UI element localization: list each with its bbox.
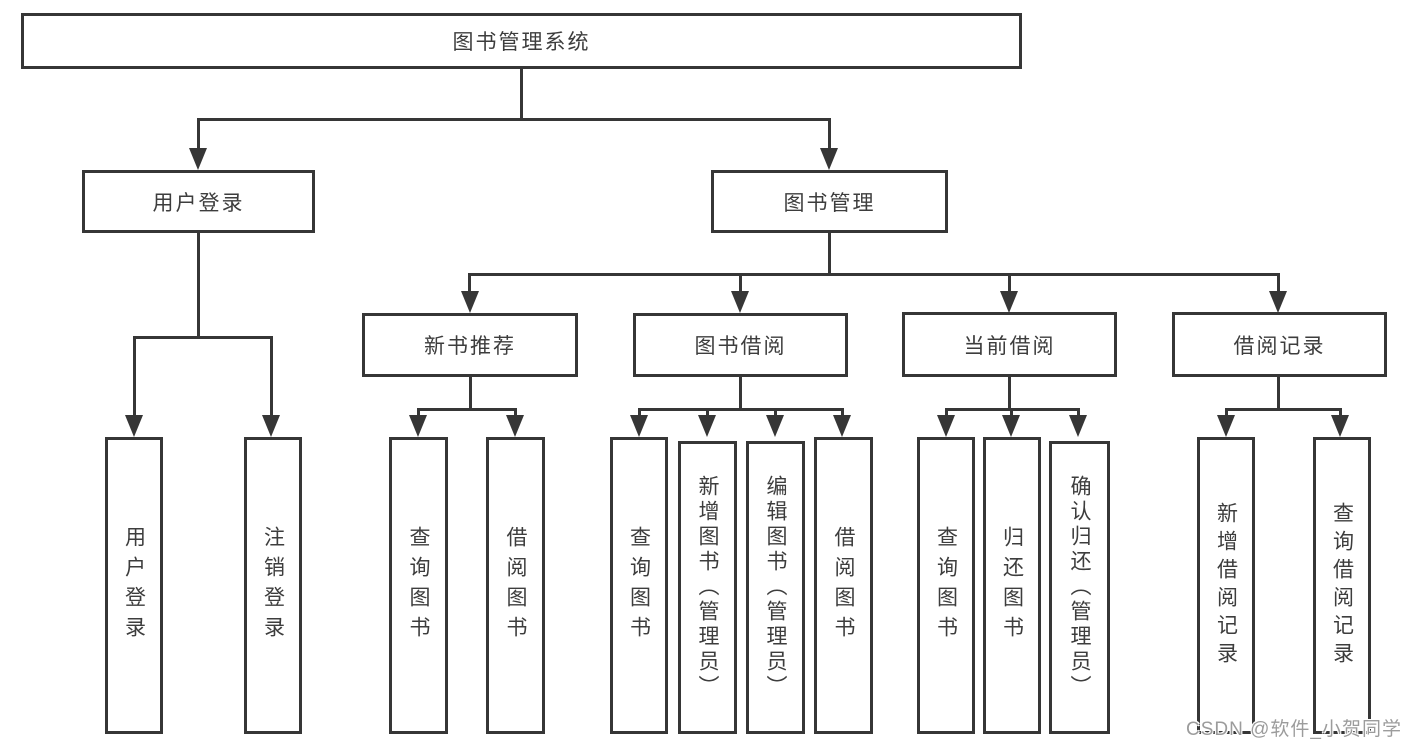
node-book-borrow: 图书借阅 [633, 313, 848, 377]
leaf-add-borrow-record-label: 新增借阅记录 [1214, 501, 1238, 670]
node-current-borrow: 当前借阅 [902, 312, 1117, 377]
connector-line [133, 336, 136, 417]
leaf-query-book-2: 查询图书 [610, 437, 668, 734]
connector-line [1225, 408, 1341, 411]
arrow-down-icon [1331, 415, 1349, 437]
leaf-borrow-book-2-label: 借阅图书 [832, 525, 855, 646]
arrow-down-icon [630, 415, 648, 437]
connector-line [1277, 377, 1280, 408]
leaf-confirm-return-admin-label: 确认归还（管理员） [1068, 475, 1091, 700]
leaf-confirm-return-admin: 确认归还（管理员） [1049, 441, 1110, 734]
connector-line [945, 408, 948, 417]
node-current-borrow-label: 当前借阅 [963, 334, 1056, 358]
node-borrow-record: 借阅记录 [1172, 312, 1387, 377]
leaf-return-book: 归还图书 [983, 437, 1041, 734]
connector-line [417, 408, 517, 411]
node-root: 图书管理系统 [21, 13, 1022, 69]
arrow-down-icon [1217, 415, 1235, 437]
connector-line [1010, 408, 1013, 417]
node-new-book-recommend-label: 新书推荐 [424, 335, 516, 358]
leaf-borrow-book-1: 借阅图书 [486, 437, 545, 734]
connector-line [133, 336, 273, 339]
leaf-add-book-admin: 新增图书（管理员） [678, 441, 737, 734]
arrow-down-icon [937, 415, 955, 437]
leaf-query-book-1-label: 查询图书 [407, 525, 430, 646]
connector-line [841, 408, 844, 417]
connector-line [514, 408, 517, 417]
node-book-management-label: 图书管理 [783, 191, 876, 215]
leaf-query-book-3: 查询图书 [917, 437, 975, 734]
leaf-add-borrow-record: 新增借阅记录 [1197, 437, 1255, 734]
connector-line [706, 408, 709, 417]
arrow-down-icon [766, 415, 784, 437]
leaf-edit-book-admin: 编辑图书（管理员） [746, 441, 805, 734]
csdn-watermark: CSDN @软件_小贺同学 [1186, 719, 1402, 740]
connector-line [417, 408, 420, 417]
leaf-query-borrow-record: 查询借阅记录 [1313, 437, 1371, 734]
leaf-user-login: 用户登录 [105, 437, 163, 734]
connector-line [739, 377, 742, 408]
leaf-query-book-1: 查询图书 [389, 437, 448, 734]
arrow-down-icon [189, 148, 207, 170]
arrow-down-icon [1269, 291, 1287, 313]
node-user-login: 用户登录 [82, 170, 315, 233]
connector-line [1225, 408, 1228, 417]
node-borrow-record-label: 借阅记录 [1233, 334, 1326, 358]
connector-line [197, 118, 200, 151]
node-book-management: 图书管理 [711, 170, 948, 233]
arrow-down-icon [698, 415, 716, 437]
leaf-borrow-book-2: 借阅图书 [814, 437, 873, 734]
connector-line [469, 377, 472, 408]
leaf-logout: 注销登录 [244, 437, 302, 734]
node-book-borrow-label: 图书借阅 [694, 335, 787, 358]
connector-line [197, 118, 831, 121]
connector-line [828, 233, 831, 273]
arrow-down-icon [833, 415, 851, 437]
connector-line [638, 408, 844, 411]
leaf-borrow-book-1-label: 借阅图书 [504, 525, 527, 646]
leaf-add-book-admin-label: 新增图书（管理员） [696, 475, 719, 700]
connector-line [468, 273, 471, 293]
connector-line [739, 273, 742, 293]
node-root-label: 图书管理系统 [452, 31, 591, 54]
arrow-down-icon [1069, 415, 1087, 437]
connector-line [1008, 273, 1011, 293]
leaf-user-login-label: 用户登录 [122, 525, 146, 646]
connector-line [270, 336, 273, 417]
connector-line [638, 408, 641, 417]
connector-line [1077, 408, 1080, 417]
connector-line [197, 233, 200, 336]
arrow-down-icon [125, 415, 143, 437]
leaf-query-book-2-label: 查询图书 [627, 525, 651, 646]
leaf-query-book-3-label: 查询图书 [934, 525, 958, 646]
arrow-down-icon [506, 415, 524, 437]
arrow-down-icon [1002, 415, 1020, 437]
arrow-down-icon [731, 291, 749, 313]
arrow-down-icon [1000, 291, 1018, 313]
connector-line [468, 273, 1280, 276]
connector-line [520, 69, 523, 118]
connector-line [1008, 377, 1011, 408]
connector-line [1277, 273, 1280, 293]
leaf-query-borrow-record-label: 查询借阅记录 [1330, 501, 1354, 670]
leaf-return-book-label: 归还图书 [1000, 525, 1024, 646]
leaf-edit-book-admin-label: 编辑图书（管理员） [764, 475, 787, 700]
arrow-down-icon [820, 148, 838, 170]
arrow-down-icon [409, 415, 427, 437]
connector-line [774, 408, 777, 417]
arrow-down-icon [461, 291, 479, 313]
connector-line [828, 118, 831, 151]
node-user-login-label: 用户登录 [152, 191, 245, 215]
leaf-logout-label: 注销登录 [261, 525, 285, 646]
arrow-down-icon [262, 415, 280, 437]
connector-line [1339, 408, 1342, 417]
node-new-book-recommend: 新书推荐 [362, 313, 578, 377]
